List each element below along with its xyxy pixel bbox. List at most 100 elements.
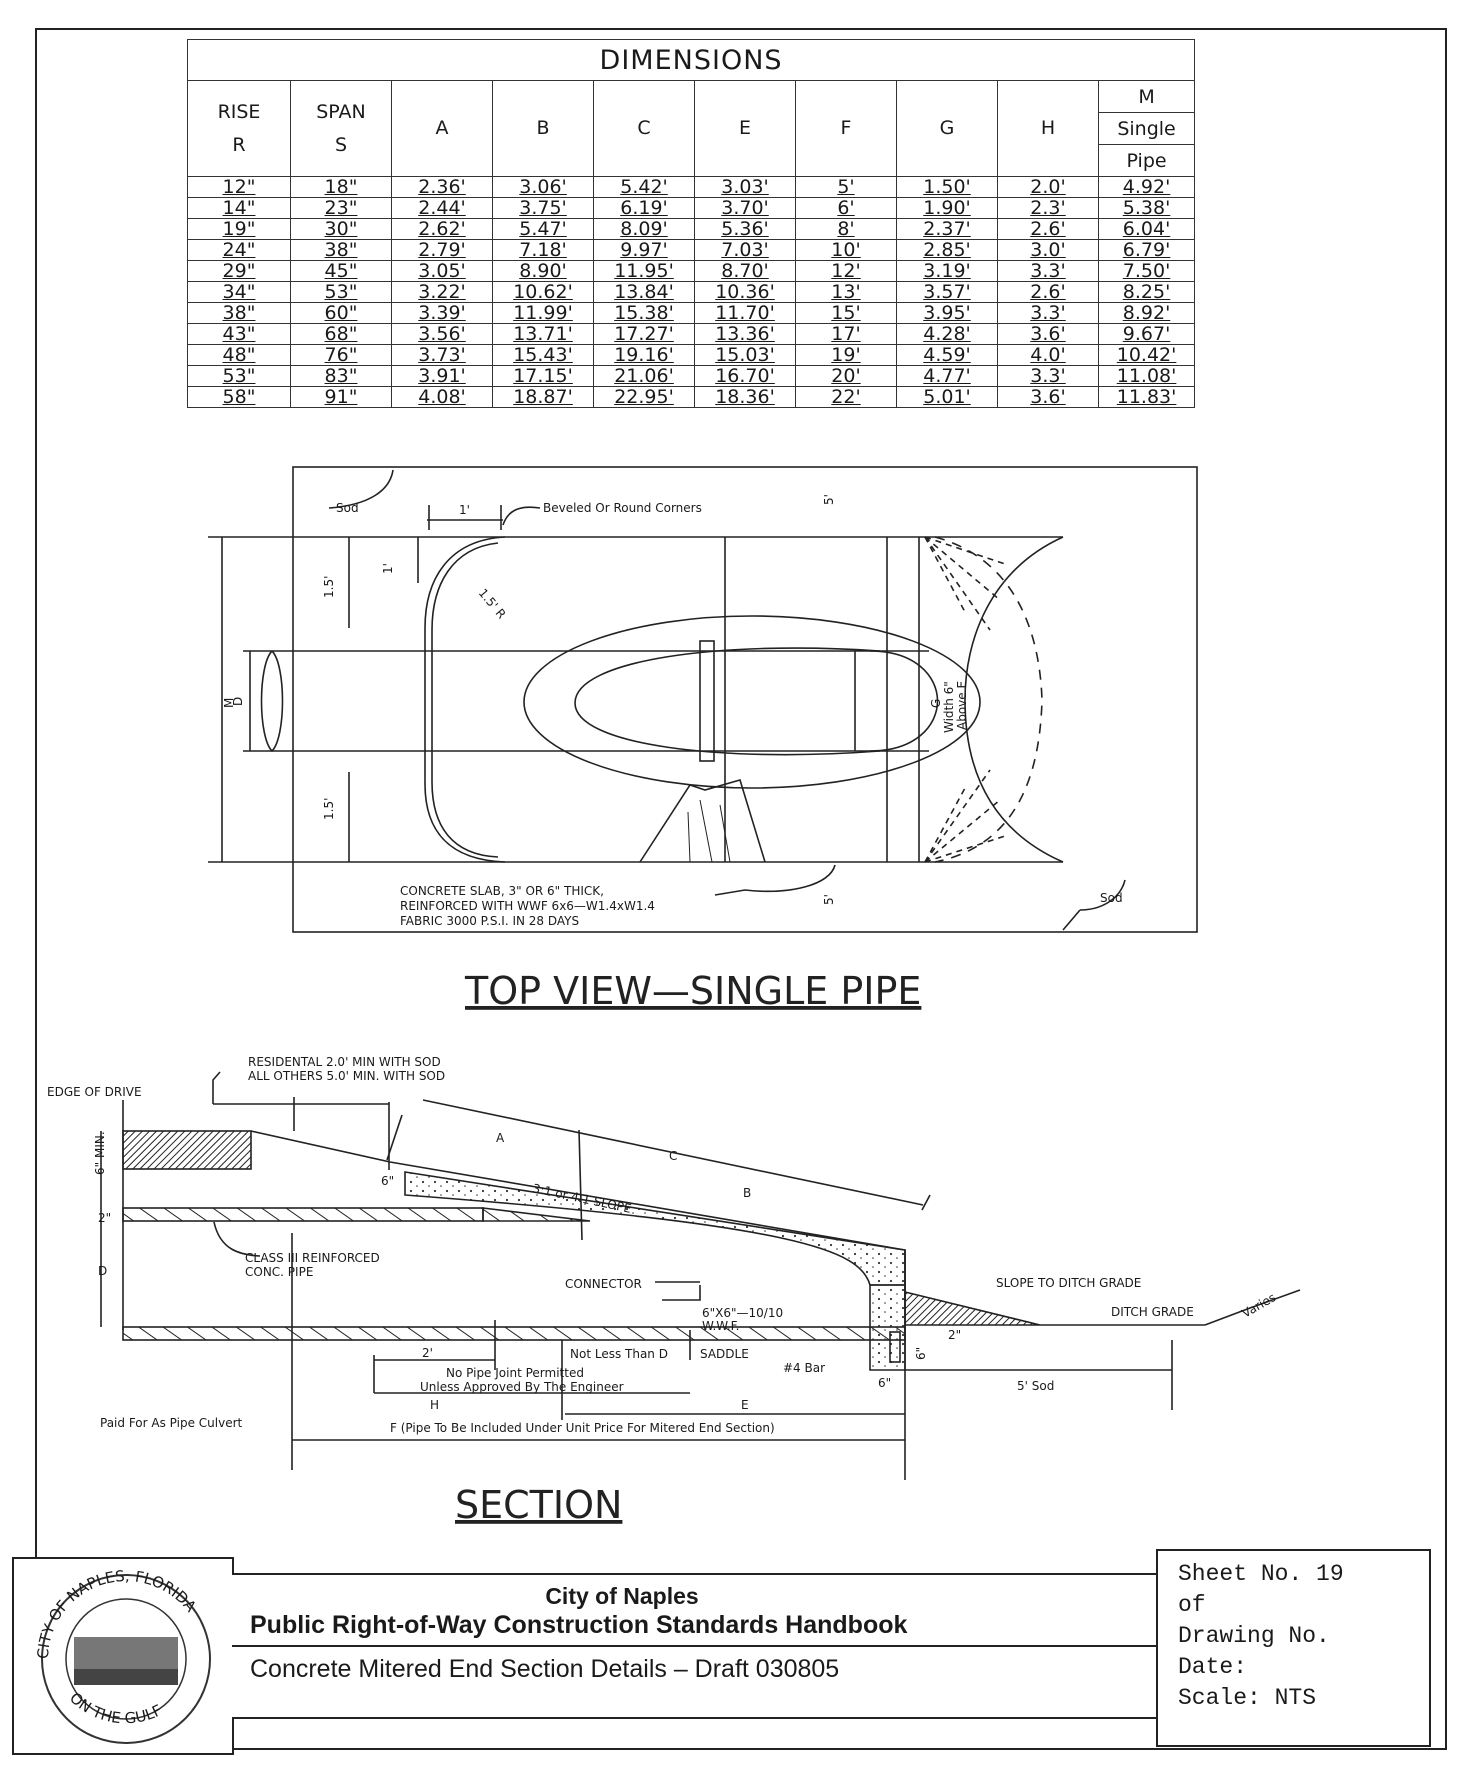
h-label: H xyxy=(430,1398,439,1412)
handbook-title: Public Right-of-Way Construction Standar… xyxy=(250,1611,908,1639)
header-h: H xyxy=(997,80,1099,177)
table-cell: 34" xyxy=(187,281,291,303)
table-cell: 4.0' xyxy=(997,344,1099,366)
table-row: 14"23"2.44'3.75'6.19'3.70'6'1.90'2.3'5.3… xyxy=(187,197,1196,219)
table-cell: 13.71' xyxy=(492,323,594,345)
drive-slab xyxy=(122,1130,252,1170)
table-cell: 3.56' xyxy=(391,323,493,345)
table-cell: 4.59' xyxy=(896,344,998,366)
saddle-label: SADDLE xyxy=(700,1347,749,1361)
not-less-label: Not Less Than D xyxy=(570,1347,668,1361)
table-cell: 3.6' xyxy=(997,323,1099,345)
c-label: C xyxy=(669,1149,677,1163)
table-cell: 3.3' xyxy=(997,302,1099,324)
table-cell: 20' xyxy=(795,365,897,387)
six-in-b-label: 6" xyxy=(914,1347,928,1360)
table-cell: 3.19' xyxy=(896,260,998,282)
apron-inner xyxy=(431,542,499,858)
pipe-bell xyxy=(869,650,939,752)
mitered-face-inner xyxy=(574,647,881,756)
table-cell: 15.43' xyxy=(492,344,594,366)
m-label: M xyxy=(222,698,236,708)
slab-note-2: REINFORCED WITH WWF 6x6—W1.4xW1.4 xyxy=(400,899,655,913)
slab-note-3: FABRIC 3000 P.S.I. IN 28 DAYS xyxy=(400,914,579,928)
two-ft-label: 2' xyxy=(422,1346,433,1360)
sheet-frame xyxy=(35,28,1447,1750)
table-cell: 15' xyxy=(795,302,897,324)
table-row: 58"91"4.08'18.87'22.95'18.36'22'5.01'3.6… xyxy=(187,386,1196,408)
wwf-1: 6"X6"—10/10 xyxy=(702,1306,783,1320)
table-cell: 19" xyxy=(187,218,291,240)
header-m-pipe: Pipe xyxy=(1097,144,1196,177)
city-name: City of Naples xyxy=(545,1583,699,1609)
table-cell: 22.95' xyxy=(593,386,695,408)
b-label: B xyxy=(743,1186,751,1200)
one-ft-vert-label: 1' xyxy=(381,563,395,574)
header-c: C xyxy=(593,80,695,177)
one-ft-label: 1' xyxy=(459,503,470,517)
table-cell: 6.04' xyxy=(1097,218,1196,240)
table-cell: 3.73' xyxy=(391,344,493,366)
table-cell: 18.36' xyxy=(694,386,796,408)
seal-bottom-text: ON THE GULF xyxy=(66,1689,165,1728)
five-sod-label: 5' Sod xyxy=(1017,1379,1054,1393)
table-cell: 3.95' xyxy=(896,302,998,324)
concrete-apron xyxy=(404,1171,906,1286)
table-cell: 11.08' xyxy=(1097,365,1196,387)
table-cell: 68" xyxy=(290,323,392,345)
table-cell: 2.0' xyxy=(997,176,1099,198)
top-view-border xyxy=(292,466,1198,933)
two-in-b-label: 2" xyxy=(948,1328,961,1342)
sheet-scale: Scale: NTS xyxy=(1178,1685,1317,1711)
table-cell: 13.36' xyxy=(694,323,796,345)
table-cell: 4.92' xyxy=(1097,176,1196,198)
sheet-number: Sheet No. 19 xyxy=(1178,1561,1344,1587)
table-cell: 4.08' xyxy=(391,386,493,408)
spread-lines xyxy=(924,536,1009,863)
table-cell: 5' xyxy=(795,176,897,198)
table-cell: 11.83' xyxy=(1097,386,1196,408)
pipe-break xyxy=(260,650,284,753)
sod-top-label: Sod xyxy=(336,501,359,515)
table-cell: 53" xyxy=(290,281,392,303)
table-row: 29"45"3.05'8.90'11.95'8.70'12'3.19'3.3'7… xyxy=(187,260,1196,282)
header-f: F xyxy=(795,80,897,177)
table-cell: 6.79' xyxy=(1097,239,1196,261)
seal-box: CITY OF NAPLES, FLORIDA ON THE GULF xyxy=(12,1557,234,1755)
beveled-label: Beveled Or Round Corners xyxy=(543,501,702,515)
table-cell: 1.50' xyxy=(896,176,998,198)
table-cell: 18.87' xyxy=(492,386,594,408)
city-seal: CITY OF NAPLES, FLORIDA ON THE GULF xyxy=(34,1567,211,1744)
slope-ditch-label: SLOPE TO DITCH GRADE xyxy=(996,1276,1141,1290)
bar-label: #4 Bar xyxy=(783,1361,825,1375)
section-view xyxy=(100,1071,1301,1480)
table-row: 53"83"3.91'17.15'21.06'16.70'20'4.77'3.3… xyxy=(187,365,1196,387)
table-cell: 3.03' xyxy=(694,176,796,198)
pipe-top-wall xyxy=(122,1207,484,1222)
header-m-single: Single xyxy=(1097,112,1196,145)
table-cell: 3.57' xyxy=(896,281,998,303)
class-pipe-2: CONC. PIPE xyxy=(245,1265,313,1279)
f-note-label: F (Pipe To Be Included Under Unit Price … xyxy=(390,1421,775,1435)
pipe-bottom-wall xyxy=(122,1326,906,1341)
varies-label: Varies xyxy=(1240,1290,1279,1320)
table-cell: 12' xyxy=(795,260,897,282)
table-cell: 4.77' xyxy=(896,365,998,387)
varies-slope xyxy=(1204,1289,1301,1326)
six-in-c-label: 6" xyxy=(878,1376,891,1390)
table-row: 19"30"2.62'5.47'8.09'5.36'8'2.37'2.6'6.0… xyxy=(187,218,1196,240)
five-bottom-label: 5' xyxy=(822,894,836,905)
table-cell: 5.36' xyxy=(694,218,796,240)
table-cell: 16.70' xyxy=(694,365,796,387)
table-cell: 3.75' xyxy=(492,197,594,219)
six-in-label: 6" xyxy=(381,1174,394,1188)
drawing-subtitle: Concrete Mitered End Section Details – D… xyxy=(250,1655,840,1683)
paid-label: Paid For As Pipe Culvert xyxy=(100,1416,243,1430)
table-cell: 45" xyxy=(290,260,392,282)
table-cell: 17.27' xyxy=(593,323,695,345)
table-cell: 11.99' xyxy=(492,302,594,324)
table-cell: 3.91' xyxy=(391,365,493,387)
